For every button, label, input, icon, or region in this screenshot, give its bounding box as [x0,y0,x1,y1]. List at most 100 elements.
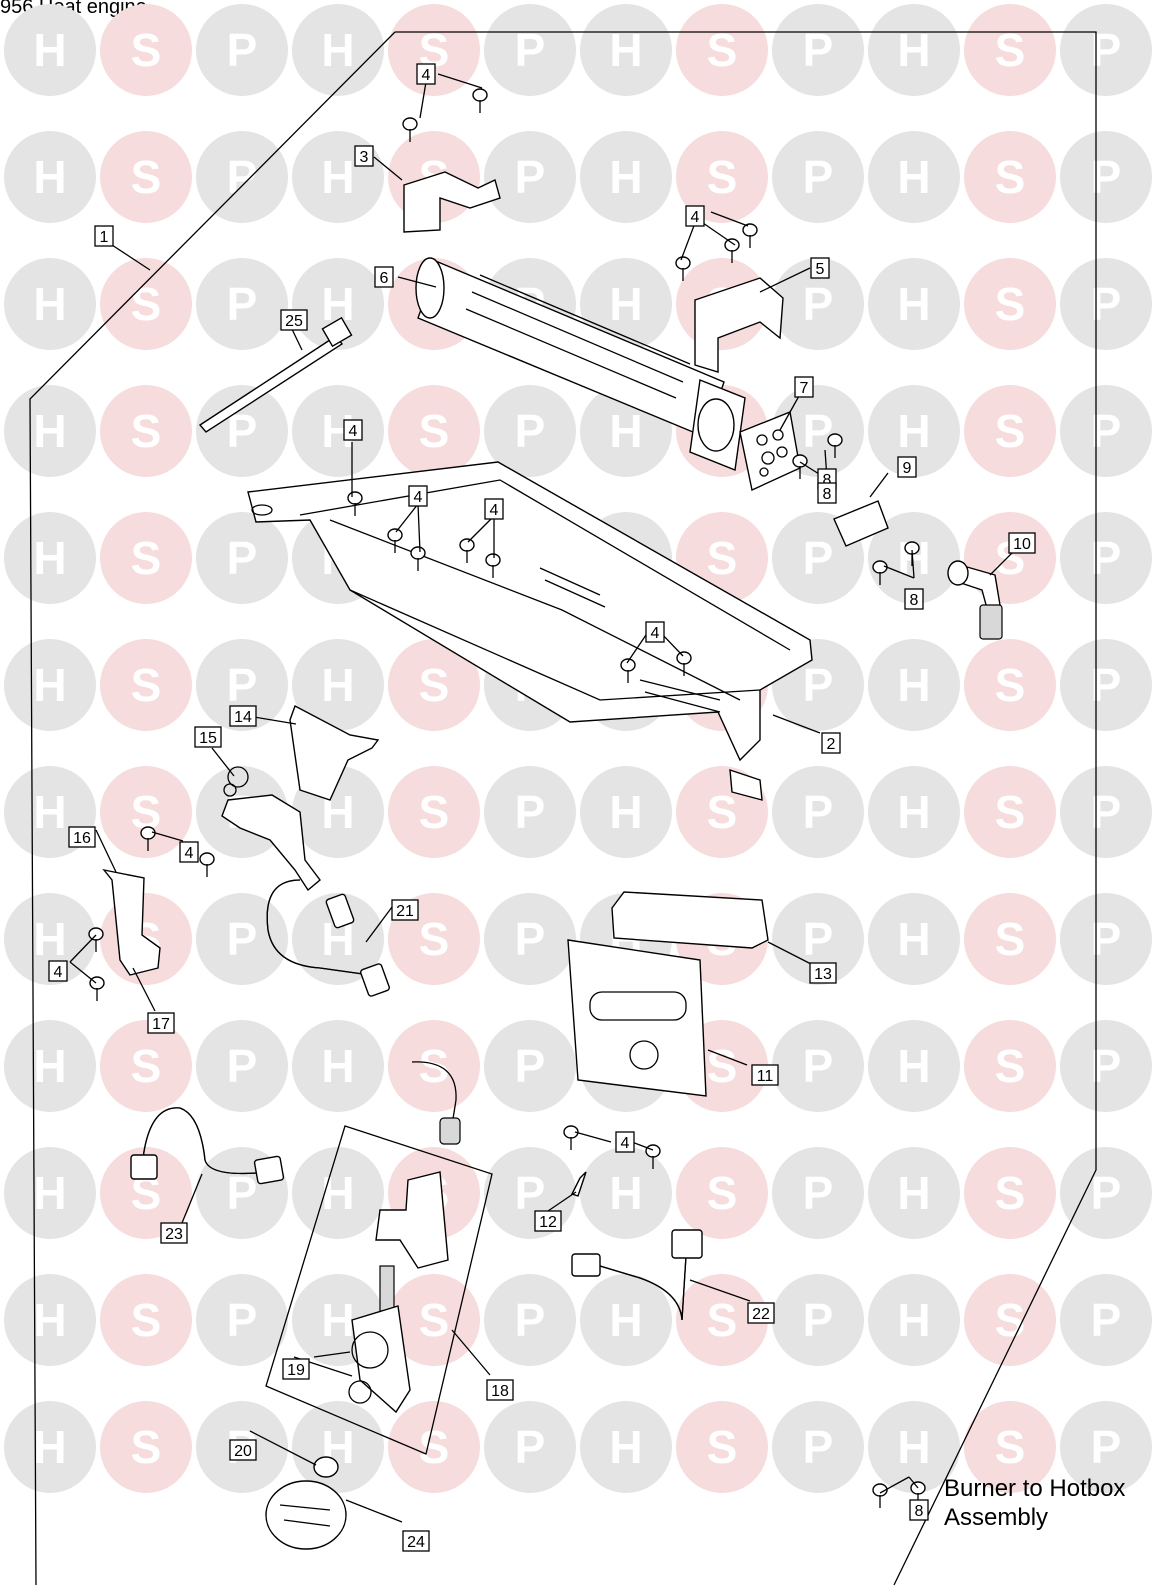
callout-23: 23 [160,1222,188,1244]
elbow-10 [947,560,1003,640]
watermark-letter: P [1091,532,1122,584]
callout-4: 4 [416,63,436,85]
watermark-letter: S [995,1167,1026,1219]
callout-4: 4 [343,419,363,441]
callout-12: 12 [534,1210,562,1232]
callout-20: 20 [229,1439,257,1461]
callout-box [229,705,257,727]
watermark-circle [868,131,960,223]
watermark-letter: P [515,913,546,965]
watermark-circle [1060,131,1152,223]
watermark-circle [4,1274,96,1366]
callout-number: 10 [1013,536,1031,553]
watermark-circle [580,4,672,96]
watermark-letter: S [995,278,1026,330]
watermark-letter: S [131,659,162,711]
watermark-circle [4,512,96,604]
callout-number: 5 [816,261,825,278]
watermark-circle [196,385,288,477]
watermark-circle [1060,766,1152,858]
watermark-circle [676,4,768,96]
leader-line [680,222,696,261]
callout-box [160,1222,188,1244]
leader-line [702,222,736,246]
leader-line [451,1329,491,1376]
bracket-16 [102,868,161,976]
caption-line-2: Assembly [944,1504,1049,1531]
callout-number: 25 [285,313,303,330]
watermark-letter: H [609,24,642,76]
watermark-letter: S [707,151,738,203]
callout-box [794,376,814,398]
watermark-circle [964,766,1056,858]
watermark-circle [388,1020,480,1112]
watermark-letter: S [131,278,162,330]
callout-box [194,726,222,748]
watermark-circle [580,1147,672,1239]
watermark-letter: S [707,24,738,76]
watermark-circle [196,639,288,731]
callout-number: 8 [915,1503,924,1520]
leader-line [365,902,396,943]
watermark-letter: P [803,1040,834,1092]
leader-line [211,747,235,777]
callout-box [282,1358,310,1380]
watermark-circle [868,1147,960,1239]
watermark-letter: H [33,913,66,965]
watermark-circle [100,131,192,223]
watermark-letter: P [227,659,258,711]
leader-line [417,503,421,553]
watermark-circle [1060,1274,1152,1366]
watermark-letter: S [131,24,162,76]
callout-19: 19 [282,1358,310,1380]
watermark-letter: P [803,278,834,330]
screw [472,88,488,102]
callout-number: 8 [910,592,919,609]
watermark-letter: P [1091,1294,1122,1346]
watermark-circle [868,1274,960,1366]
watermark-letter: H [897,913,930,965]
watermark-letter: H [33,659,66,711]
callout-number: 8 [823,486,832,503]
watermark-letter: P [803,1421,834,1473]
watermark-circle [868,1020,960,1112]
callout-box [179,841,199,863]
cover-13 [611,891,769,949]
watermark-circle [100,4,192,96]
watermark-letter: S [131,1040,162,1092]
callout-5: 5 [810,257,830,279]
callout-number: 4 [422,67,431,84]
watermark-letter: P [515,24,546,76]
watermark-letter: H [321,24,354,76]
callout-11: 11 [751,1064,779,1086]
watermark-letter: P [515,1040,546,1092]
leader-line [908,1476,919,1489]
screw [724,238,740,252]
watermark-circle [484,1274,576,1366]
watermark-letter: H [33,1040,66,1092]
watermark-circle [676,1274,768,1366]
caption-line-1: Burner to Hotbox [944,1475,1126,1502]
watermark-circle [100,1020,192,1112]
callout-number: 6 [380,270,389,287]
watermark-letter: H [33,1294,66,1346]
callout-8: 8 [909,1499,929,1521]
watermark-letter: P [227,913,258,965]
callout-number: 24 [407,1534,425,1551]
watermark-circle [388,766,480,858]
leader-line [883,565,915,579]
watermark-letter: S [995,24,1026,76]
watermark-circle [964,4,1056,96]
watermark-circle [580,1401,672,1493]
watermark-letter: S [419,786,450,838]
callout-box [486,1379,514,1401]
callout-number: 4 [691,209,700,226]
watermark-circle [772,766,864,858]
callout-box [751,1064,779,1086]
leader-line [437,73,483,89]
watermark-circle [4,1401,96,1493]
watermark-letter: S [419,405,450,457]
watermark-letter: H [33,1167,66,1219]
screw [459,538,475,552]
watermark-letter: S [707,532,738,584]
